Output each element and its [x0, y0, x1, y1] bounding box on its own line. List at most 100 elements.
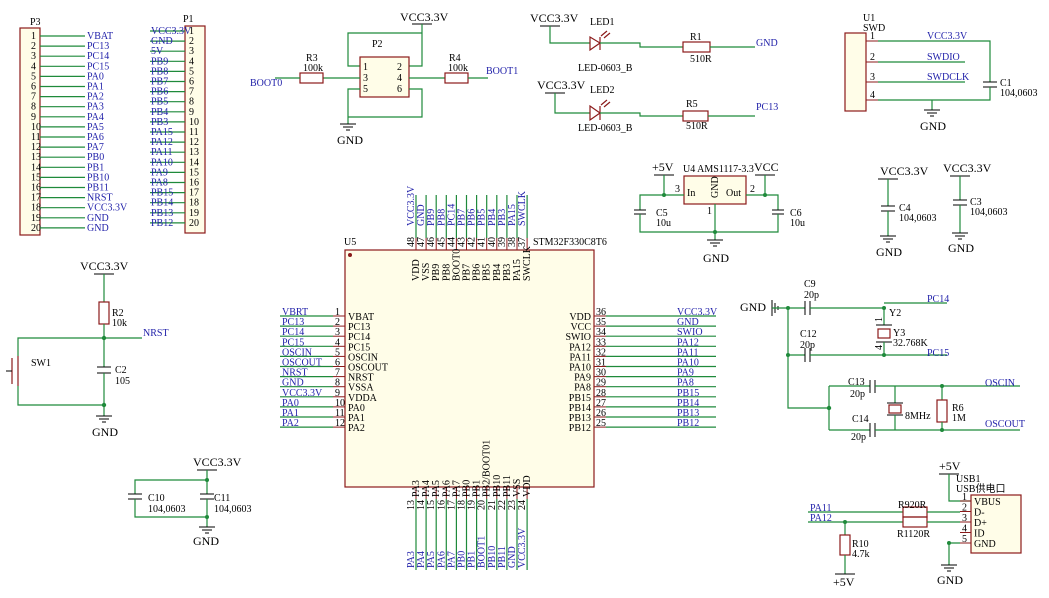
p3-net-label: PA4: [87, 112, 104, 123]
mcu-pin-number: 6: [335, 358, 340, 369]
p1-pin-number: 4: [189, 56, 194, 67]
mcu-pin-name: SWIO: [565, 332, 591, 343]
svg-text:USB1: USB1: [956, 474, 980, 485]
svg-text:C14: C14: [852, 414, 869, 425]
mcu-bottom-net: PA7: [446, 551, 457, 568]
p3-pin-number: 11: [31, 132, 41, 143]
mcu-right-net: GND: [677, 317, 699, 328]
p1-pin-number: 1: [189, 26, 194, 37]
p2-body: [359, 56, 410, 98]
mcu-pin-name: PA11: [570, 352, 592, 363]
mcu-pin-name: PA15: [512, 259, 523, 281]
mcu-pin-name: VBAT: [348, 312, 374, 323]
mcu-pin-number: 1: [335, 307, 340, 318]
p3-net-label: PA2: [87, 92, 104, 103]
mcu-pin-name: PA8: [574, 383, 591, 394]
r10-body: [839, 534, 851, 556]
svg-text:LED-0603_B: LED-0603_B: [578, 123, 633, 134]
mcu-top-net: PC14: [446, 204, 457, 226]
mcu-pin-name: PB11: [502, 475, 513, 497]
mcu-pin-name: PB2/BOOT01: [482, 440, 493, 497]
mcu-pin-name: PB9: [431, 264, 442, 281]
boot-vcc-label: VCC3.3V: [400, 10, 449, 24]
mcu-right-net: PA12: [677, 337, 699, 348]
svg-text:OSCOUT: OSCOUT: [985, 419, 1025, 430]
mcu-pin-number: 47: [416, 237, 427, 247]
svg-text:20p: 20p: [851, 432, 866, 443]
svg-text:104,0603: 104,0603: [899, 213, 937, 224]
svg-text:R2: R2: [112, 308, 124, 319]
svg-text:10k: 10k: [112, 318, 127, 329]
mcu-pin-name: PB14: [569, 403, 591, 414]
mcu-pin-name: PB12: [569, 423, 591, 434]
p1-net-label: PB12: [151, 218, 173, 229]
p1-net-label: PB3: [151, 117, 168, 128]
mcu-pin-number: 45: [436, 237, 447, 247]
p3-pin-number: 12: [31, 142, 41, 153]
svg-text:PC13: PC13: [756, 102, 778, 113]
p1-net-label: PB5: [151, 97, 168, 108]
mcu-pin-number: 40: [487, 237, 498, 247]
mcu-pin-number: 11: [335, 408, 345, 419]
mcu-pin-name: VDD: [522, 475, 533, 497]
mcu-right-net: PA11: [677, 347, 699, 358]
svg-text:GND: GND: [740, 300, 766, 314]
mcu-pin-name: VSS: [421, 263, 432, 281]
p3-pin-number: 17: [31, 193, 41, 204]
r6-body: [936, 399, 948, 423]
boot0-net: BOOT0: [250, 78, 282, 89]
mcu-left-net: PA2: [282, 418, 299, 429]
svg-text:C11: C11: [214, 493, 230, 504]
mcu-top-net: PA15: [507, 204, 518, 226]
p1-net-label: PB8: [151, 66, 168, 77]
p3-pin-number: 3: [31, 51, 36, 62]
svg-text:1M: 1M: [952, 413, 966, 424]
r5-body: [682, 110, 709, 122]
p1-net-label: PA12: [151, 137, 173, 148]
p3-net-label: PB1: [87, 162, 104, 173]
mcu-pin-number: 30: [596, 368, 606, 379]
mcu-pin-number: 9: [335, 388, 340, 399]
svg-text:GND: GND: [193, 534, 219, 548]
p1-pin-number: 6: [189, 77, 194, 88]
mcu-pin-name: PA4: [421, 480, 432, 497]
p1-body: [184, 25, 206, 234]
mcu-right-net: PB13: [677, 408, 699, 419]
p1-pin-number: 8: [189, 97, 194, 108]
p1-net-label: PB13: [151, 208, 173, 219]
svg-text:PA12: PA12: [810, 513, 832, 524]
svg-text:GND: GND: [920, 119, 946, 133]
mcu-bottom-net: PA6: [436, 551, 447, 568]
mcu-pin-name: PC13: [348, 322, 370, 333]
mcu-pin-name: PB10: [492, 475, 503, 497]
svg-text:OSCIN: OSCIN: [985, 378, 1015, 389]
svg-text:C6: C6: [790, 208, 802, 219]
svg-text:GND: GND: [756, 38, 778, 49]
p3-designator: P3: [30, 17, 41, 28]
svg-text:R6: R6: [952, 403, 964, 414]
mcu-pin-name: PA0: [348, 403, 365, 414]
mcu-pin-name: PA10: [569, 363, 591, 374]
svg-text:VCC3.3V: VCC3.3V: [193, 455, 242, 469]
boot1-net: BOOT1: [486, 66, 518, 77]
mcu-pin-number: 15: [426, 500, 437, 510]
svg-text:+5V: +5V: [939, 459, 961, 473]
mcu-pin-number: 29: [596, 378, 606, 389]
svg-text:104,0603: 104,0603: [214, 504, 252, 515]
svg-text:C3: C3: [970, 197, 982, 208]
svg-text:SWD: SWD: [863, 23, 885, 34]
mcu-bottom-net: PB11: [497, 546, 508, 568]
svg-text:LED2: LED2: [590, 85, 614, 96]
crystal-circuits: GND C9 20p PC14 Y2 1 4 Y3 32.768K C12 20…: [740, 279, 1025, 443]
usb-pin-name: GND: [974, 539, 996, 550]
svg-text:104,0603: 104,0603: [970, 207, 1008, 218]
x8mhz-body: [888, 404, 902, 414]
p1-pin-number: 15: [189, 167, 199, 178]
p1-pin-number: 9: [189, 107, 194, 118]
p3-pin-number: 5: [31, 71, 36, 82]
p1-net-label: VCC3.3V: [151, 26, 192, 37]
